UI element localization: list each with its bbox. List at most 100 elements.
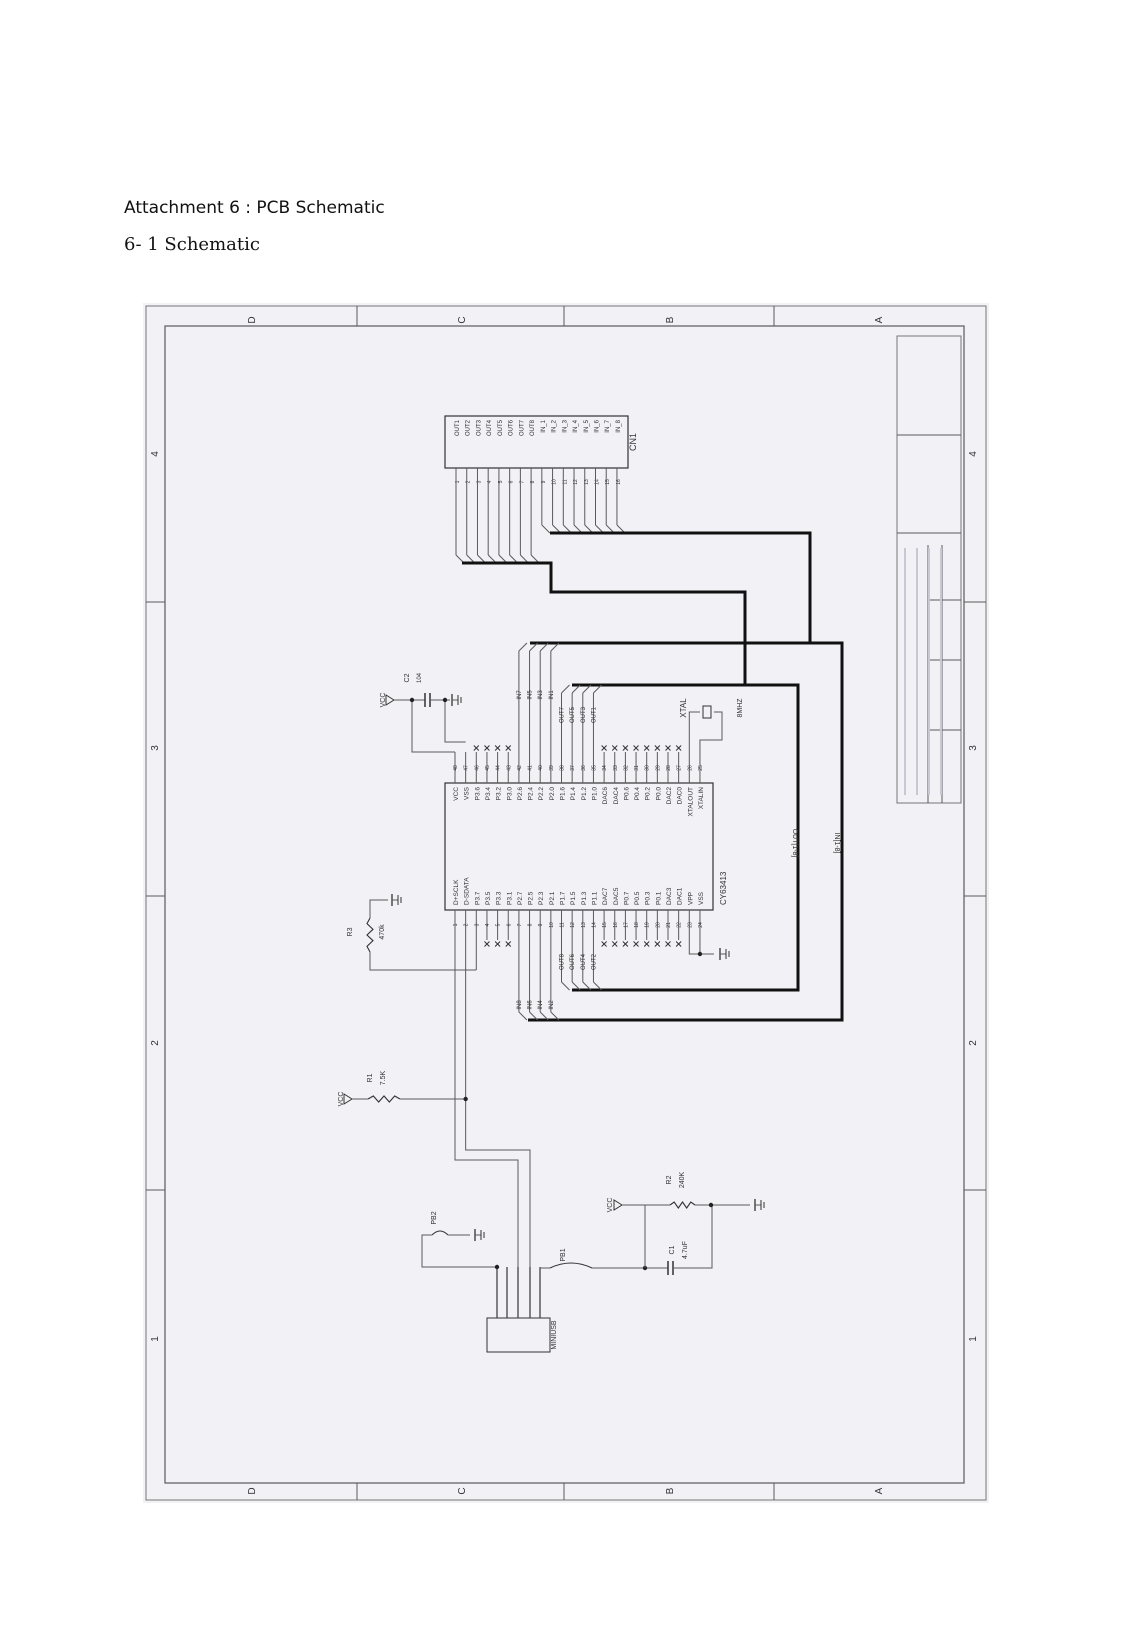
chip-pin-label: VSS: [464, 786, 471, 800]
no-connect-mark: [633, 941, 639, 947]
usb-d-wire: [465, 940, 531, 1318]
gnd-wire: [688, 940, 700, 955]
r1-value: 7.5K: [380, 1070, 387, 1085]
r2-value: 240K: [679, 1172, 686, 1189]
junction-dot: [409, 697, 415, 703]
no-connect-mark: [665, 941, 671, 947]
chip-pin-label: VSS: [698, 891, 705, 905]
bus-entry: [539, 642, 549, 652]
connector-pin-label: IN_6: [594, 419, 600, 432]
chip-pin-label: P0.7: [623, 891, 630, 905]
connector-pin-number: 2: [466, 480, 472, 483]
no-connect-mark: [611, 745, 618, 751]
net-label: OUT8: [560, 953, 566, 970]
chip-pin-label: P2.5: [528, 891, 535, 905]
zone-letter-bottom: C: [457, 1487, 468, 1494]
chip-pin-label: P3.1: [506, 891, 513, 905]
section-heading: 6- 1 Schematic: [124, 234, 260, 255]
chip-pin-number: 5: [496, 923, 502, 926]
connector-pin-label: IN_2: [552, 419, 558, 432]
no-connect-mark: [643, 941, 650, 947]
no-connect-mark: [675, 941, 682, 947]
chip-pin-label: P3.6: [474, 787, 481, 801]
chip-pin-number: 13: [581, 922, 587, 928]
no-connect-mark: [665, 745, 671, 751]
chip-pin-number: 20: [655, 922, 661, 928]
chip-pin-label: P1.0: [591, 787, 598, 801]
chip-pin-number: 28: [666, 765, 672, 771]
chip-pin-number: 1: [453, 923, 459, 926]
chip-pin-number: 47: [464, 765, 470, 771]
no-connect-mark: [505, 941, 512, 947]
chip-pin-label: P1.4: [570, 787, 577, 801]
net-label: IN1: [549, 690, 555, 700]
chip-pin-label: P1.7: [560, 891, 567, 905]
chip-pin-number: 44: [496, 765, 502, 771]
no-connect-mark: [611, 941, 618, 947]
xtal-wire: [688, 711, 700, 752]
scan-paper: [143, 303, 989, 1503]
connector-pin-number: 7: [519, 480, 525, 483]
net-label: OUT2: [591, 953, 597, 970]
wire: [369, 899, 388, 918]
connector-pin-label: IN_7: [605, 419, 611, 432]
pb1-label: PB1: [560, 1248, 567, 1261]
connector-pin-number: 16: [616, 479, 622, 485]
connector-cn1: [444, 415, 629, 469]
connector-pin-label: OUT2: [466, 419, 472, 436]
zone-letter-top: B: [665, 316, 676, 323]
chip-pin-label: P3.7: [474, 891, 481, 905]
bus-entry: [529, 642, 538, 652]
title-block: [896, 335, 962, 804]
chip-cy63413: [444, 782, 714, 911]
no-connect-mark: [622, 941, 629, 947]
net-label: OUT6: [570, 953, 576, 970]
xtal-wire: [699, 711, 723, 752]
bus-entry: [561, 684, 570, 694]
zone-letter-bottom: D: [247, 1487, 258, 1494]
out-bus: [462, 561, 747, 685]
chip-pin-label: P0.4: [634, 787, 641, 801]
connector-pin-number: 12: [573, 479, 579, 485]
chip-pin-number: 3: [474, 923, 480, 926]
connector-pin-number: 5: [498, 480, 504, 483]
chip-pin-label: P0.6: [623, 787, 630, 801]
chip-pin-number: 25: [698, 765, 704, 771]
chip-pin-number: 42: [517, 765, 523, 771]
bus-entry: [593, 981, 602, 991]
outer-frame: [145, 305, 987, 1501]
chip-pin-label: DAC2: [666, 787, 673, 805]
connector-pin-label: IN_3: [562, 419, 568, 432]
chip-pin-number: 10: [549, 922, 555, 928]
pushbutton-pb2-icon: [431, 1230, 449, 1236]
connector-pin-number: 13: [584, 479, 590, 485]
bus-entry: [550, 642, 560, 652]
net-label: IN3: [538, 690, 544, 700]
chip-pin-number: 38: [560, 765, 566, 771]
chip-pin-number: 35: [591, 765, 597, 771]
connector-pin-number: 1: [455, 480, 461, 483]
no-connect-mark: [505, 745, 512, 751]
xtal-value: 8MHZ: [737, 698, 744, 718]
chip-pin-number: 36: [581, 765, 587, 771]
c2-ref: C2: [404, 673, 411, 682]
chip-pin-label: P2.4: [528, 787, 535, 801]
xtal-ref: XTAL: [679, 698, 688, 718]
chip-pin-label: DAC4: [613, 787, 620, 805]
no-connect-mark: [654, 745, 661, 751]
bus-entry: [541, 524, 551, 534]
chip-pin-number: 16: [613, 922, 619, 928]
chip-pin-label: P0.5: [634, 891, 641, 905]
no-connect-mark: [473, 745, 480, 751]
connector-pin-label: OUT4: [487, 419, 493, 436]
chip-pin-label: P3.2: [496, 787, 503, 801]
chip-pin-label: DAC1: [677, 887, 684, 905]
chip-pin-number: 22: [677, 922, 683, 928]
no-connect-mark: [654, 941, 661, 947]
net-label: IN5: [528, 690, 534, 700]
zone-letter-top: C: [457, 316, 468, 323]
chip-pin-label: P0.2: [645, 787, 652, 801]
zone-number-left: 3: [150, 745, 161, 751]
chip-pin-number: 37: [570, 765, 576, 771]
net-label: OUT4: [581, 953, 587, 970]
